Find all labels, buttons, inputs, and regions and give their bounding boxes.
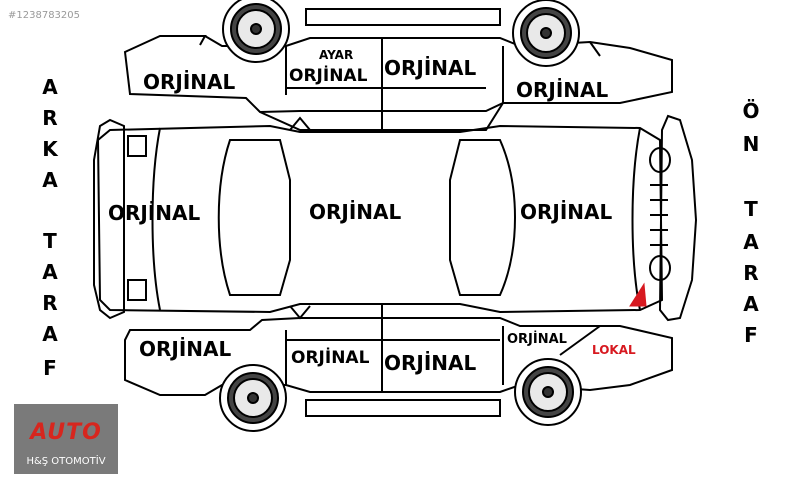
label-left-rear-door-top: AYAR [319,48,353,62]
left-front-wheel [512,0,580,67]
label-right-front-bumper: LOKAL [592,343,636,357]
rear-letter: K [42,137,59,161]
label-right-rear-door: ORJİNAL [291,346,370,368]
rear-letter: T [43,229,57,253]
right-front-wheel [514,358,582,426]
label-roof: ORJİNAL [309,200,402,224]
rear-letter: A [42,322,58,346]
label-left-front-fender: ORJİNAL [516,78,609,102]
left-roof-rail [305,8,501,26]
label-hood: ORJİNAL [520,200,613,224]
label-right-rear-fender: ORJİNAL [139,337,232,361]
front-letter: Ö [742,99,759,123]
label-right-front-fender: ORJİNAL [507,331,567,347]
rear-letter: R [42,291,57,315]
rear-letter: A [42,260,58,284]
front-windshield [449,139,516,296]
label-left-rear-fender: ORJİNAL [143,70,236,94]
listing-watermark: #1238783205 [8,10,81,21]
front-letter: A [743,292,759,316]
front-letter: N [743,132,760,156]
front-letter: T [744,197,758,221]
rear-letter: A [42,168,58,192]
front-letter: R [743,261,758,285]
logo-dealer-name: H&Ş OTOMOTİV [26,456,106,467]
rear-side-label: A R K A T A R A F [42,75,59,380]
label-left-front-door: ORJİNAL [384,56,477,80]
front-letter: A [743,230,759,254]
right-roof-rail [305,399,501,417]
left-side-view [123,0,673,131]
rear-windshield [217,139,291,296]
rear-letter: R [42,106,57,130]
front-letter: F [744,323,758,347]
rear-letter: F [43,356,57,380]
right-rear-wheel [219,364,287,432]
logo-word: AUTO [30,420,102,445]
label-left-rear-door: ORJİNAL [289,64,368,86]
label-trunk: ORJİNAL [108,201,201,225]
label-right-front-door: ORJİNAL [384,351,477,375]
left-rear-wheel [222,0,290,63]
right-body-outline [124,317,673,396]
front-side-label: Ö N T A R A F [742,99,759,347]
right-side-view [124,305,673,432]
local-damage-marker [629,282,647,307]
dealer-logo: AUTO H&Ş OTOMOTİV [14,404,118,474]
top-view [93,114,698,322]
rear-letter: A [42,75,58,99]
